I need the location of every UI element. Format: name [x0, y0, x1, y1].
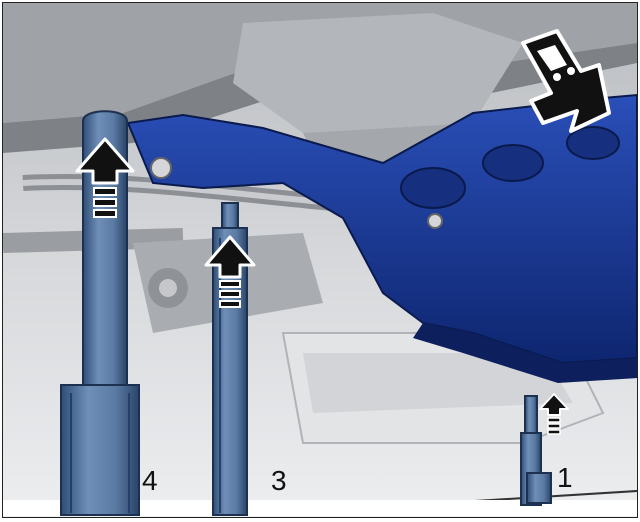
up-arrow-icon	[204, 235, 256, 308]
illustration	[3, 3, 637, 517]
up-arrow-icon	[75, 137, 135, 218]
callout-label-4: 4	[142, 465, 158, 496]
up-arrow-icon	[539, 393, 569, 435]
subframe	[126, 93, 637, 383]
callout-label-1: 1	[557, 462, 573, 493]
callout-label-3: 3	[271, 465, 287, 496]
vehicle-direction-arrow-icon	[521, 29, 611, 133]
support-post-1	[520, 395, 552, 506]
